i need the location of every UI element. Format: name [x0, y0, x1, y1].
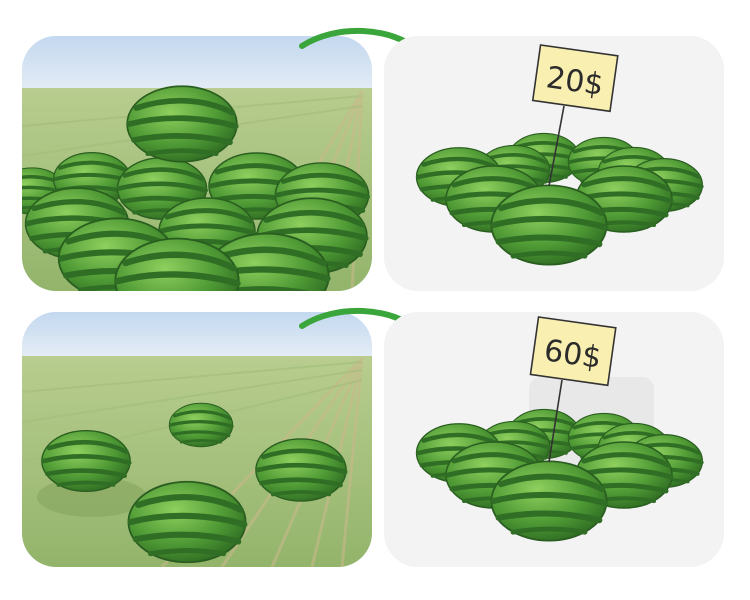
melon-stack — [416, 132, 702, 264]
market-panel-top: 20$ — [384, 36, 724, 291]
market-pile-top: 20$ — [384, 44, 724, 291]
price-tag-bottom: 60$ — [529, 316, 617, 387]
price-tag-bottom-text: 60$ — [542, 333, 604, 376]
field-pile-illustration — [22, 36, 372, 291]
sign-stick — [548, 105, 565, 187]
field-pile-panel — [22, 36, 372, 291]
field-sparse-panel — [22, 312, 372, 567]
market-panel-bottom: 60$ — [384, 312, 724, 567]
price-tag-top: 20$ — [531, 44, 619, 113]
price-tag-top-text: 20$ — [544, 60, 606, 103]
melon-stack-bottom — [416, 408, 702, 540]
scattered-melons — [37, 401, 346, 562]
sign-stick-bottom — [548, 379, 563, 463]
field-sparse-illustration — [22, 312, 372, 567]
market-pile-bottom: 60$ — [384, 316, 724, 567]
